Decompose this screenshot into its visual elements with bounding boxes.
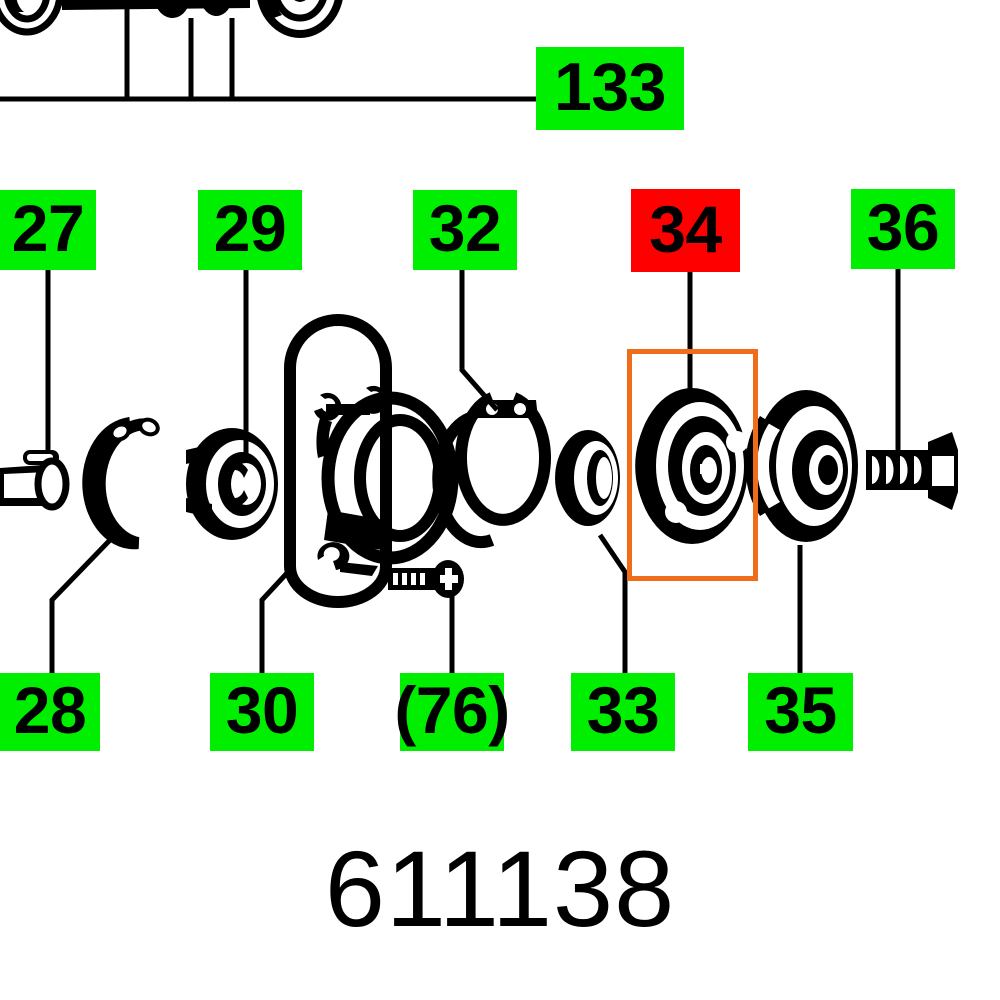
leader-30 (259, 570, 290, 673)
callout-badge-28[interactable]: 28 (0, 673, 100, 751)
part-shaft-stub (0, 457, 70, 511)
selection-rectangle[interactable] (627, 349, 758, 581)
part-76-pan-head-screw (388, 560, 464, 598)
callout-label-32: 32 (428, 191, 502, 265)
callout-leader-lines-lower (49, 533, 803, 673)
callout-badge-27[interactable]: 27 (0, 190, 96, 270)
callout-leader-lines-upper (45, 269, 901, 455)
callout-label-76: (76) (394, 673, 510, 747)
part-30-housing (284, 314, 459, 608)
part-36-hex-head-screw (866, 432, 958, 510)
part-34-bearing-assembly (635, 388, 748, 544)
callout-badge-35[interactable]: 35 (748, 673, 853, 751)
part-29-ball-bearing (186, 428, 278, 540)
callout-badge-29[interactable]: 29 (198, 190, 302, 270)
callout-badge-36[interactable]: 36 (851, 189, 955, 269)
callout-label-34: 34 (649, 191, 722, 266)
callout-badge-30[interactable]: 30 (210, 673, 314, 751)
callout-label-30: 30 (225, 673, 299, 747)
callout-label-33: 33 (586, 673, 660, 747)
upper-assembly-illustration (0, 0, 343, 38)
callout-label-28: 28 (13, 673, 87, 747)
callout-label-36: 36 (866, 190, 940, 264)
part-28-retaining-ring (82, 417, 160, 550)
leader-33 (597, 533, 628, 673)
callout-badge-34[interactable]: 34 (631, 189, 740, 272)
leader-32 (459, 270, 499, 412)
upper-small-parts-icon (154, 0, 232, 18)
callout-badge-133[interactable]: 133 (536, 47, 684, 130)
callout-badge-33[interactable]: 33 (571, 673, 675, 751)
upper-leader-lines (0, 6, 536, 102)
callout-label-133: 133 (554, 48, 666, 125)
part-35-end-flange (745, 390, 858, 542)
part-33-spacer-ring (555, 430, 620, 526)
callout-badge-76[interactable]: (76) (394, 673, 510, 751)
upper-left-bearing-icon (0, 0, 63, 36)
part-number-text: 611138 (324, 828, 676, 949)
upper-right-bearing-icon (257, 0, 343, 38)
callout-label-35: 35 (764, 673, 837, 747)
callout-badge-32[interactable]: 32 (413, 190, 517, 270)
leader-28 (49, 538, 112, 673)
callout-label-27: 27 (11, 191, 85, 265)
callout-label-29: 29 (213, 191, 287, 265)
